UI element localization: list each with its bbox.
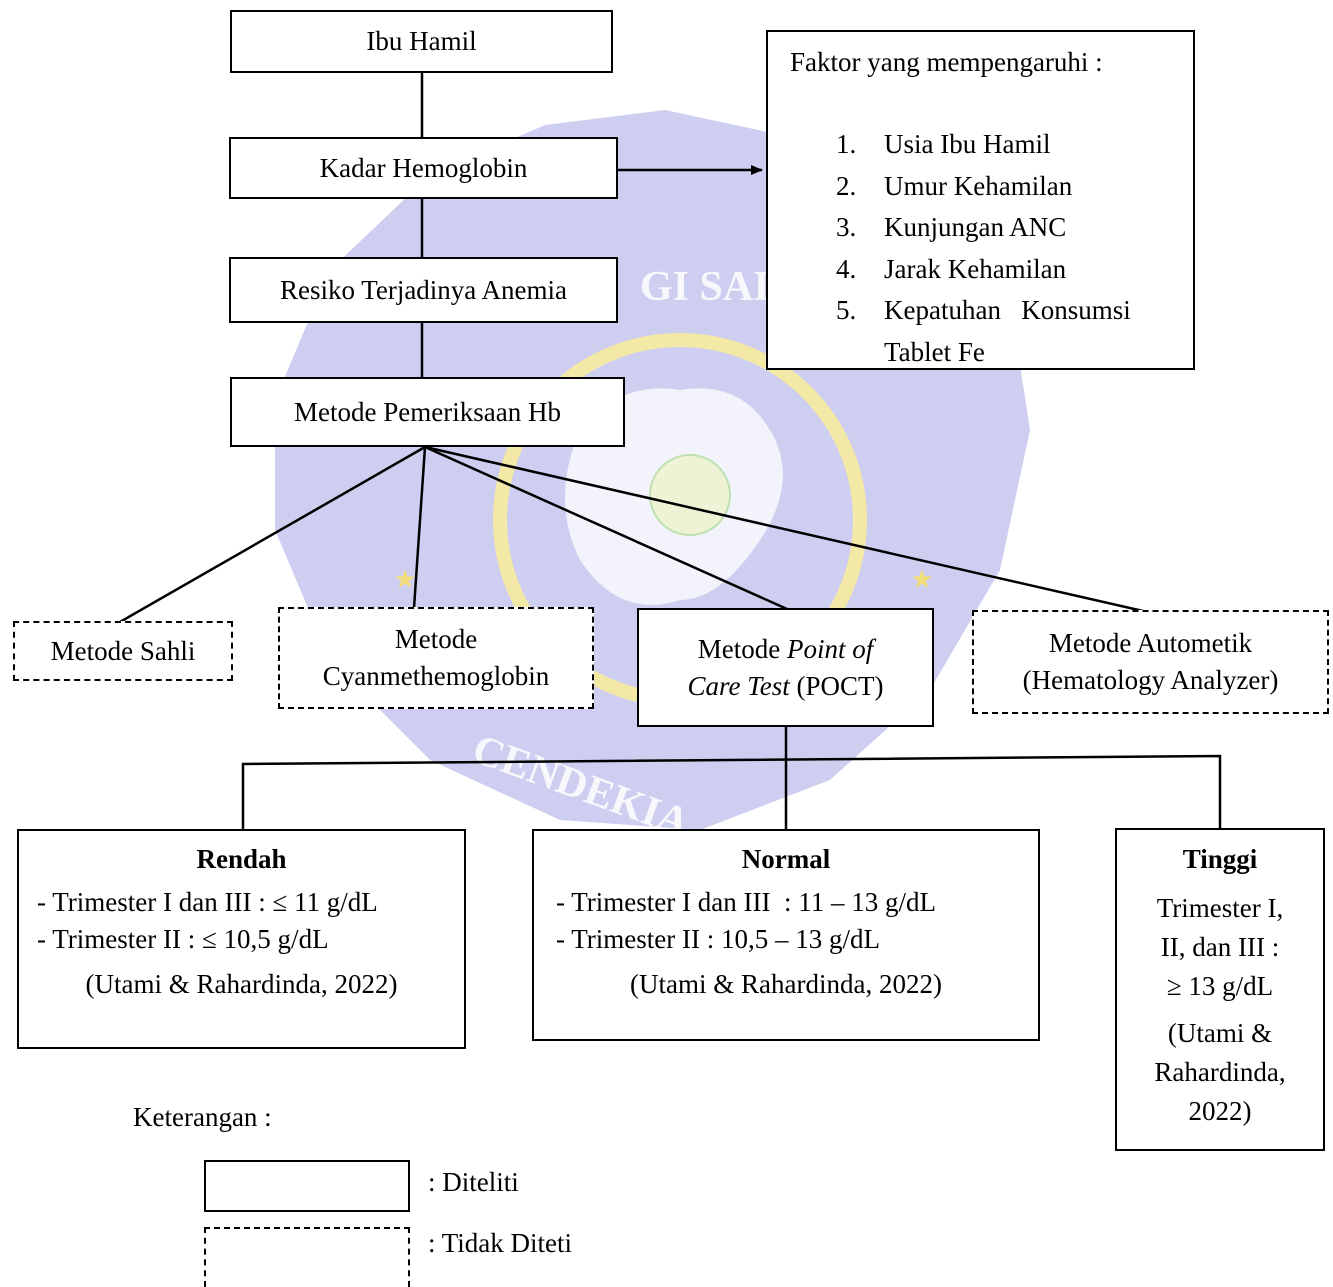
node-metode-pemeriksaan: Metode Pemeriksaan Hb [230,377,625,447]
node-metode-poct-line2: Care Test (POCT) [687,670,884,701]
legend-heading: Keterangan : [133,1102,272,1132]
category-tinggi-line1: Trimester I, [1156,893,1284,923]
node-metode-autometik-line2: (Hematology Analyzer) [1022,665,1279,695]
node-ibu-hamil: Ibu Hamil [230,10,613,73]
node-kadar-hemoglobin: Kadar Hemoglobin [229,137,618,199]
factors-heading: Faktor yang mempengaruhi : [790,47,1103,77]
node-metode-poct-line1: Metode Point of [697,633,874,664]
node-metode-sahli-label: Metode Sahli [50,635,196,666]
category-rendah-cite: (Utami & Rahardinda, 2022) [85,969,398,999]
category-rendah-line1: - Trimester I dan III : ≤ 11 g/dL [37,887,378,917]
node-kadar-hemoglobin-label: Kadar Hemoglobin [319,152,528,183]
edge-metode-cyan [412,446,427,609]
legend-dashed-swatch [204,1227,410,1287]
category-tinggi-line3: ≥ 13 g/dL [1166,971,1274,1001]
category-rendah-title: Rendah [196,844,287,874]
factor-item: 3.Kunjungan ANC [836,212,1067,242]
factors-list: 1.Usia Ibu Hamil 2.Umur Kehamilan 3.Kunj… [836,124,1131,373]
category-tinggi: Tinggi Trimester I, II, dan III : ≥ 13 g… [1115,828,1325,1151]
category-normal-line1: - Trimester I dan III : 11 – 13 g/dL [556,887,936,917]
edge-metode-poct [424,445,788,611]
node-metode-autometik: Metode Autometik (Hematology Analyzer) [972,610,1329,714]
node-resiko-anemia-label: Resiko Terjadinya Anemia [279,274,568,305]
category-tinggi-title: Tinggi [1182,844,1258,874]
factor-item: Tablet Fe [884,336,985,367]
category-normal-cite: (Utami & Rahardinda, 2022) [630,969,942,999]
category-rendah-line2: - Trimester II : ≤ 10,5 g/dL [37,924,329,954]
node-metode-pemeriksaan-label: Metode Pemeriksaan Hb [294,396,561,427]
factor-item: 4.Jarak Kehamilan [836,253,1067,284]
factor-item: 5.Kepatuhan Konsumsi [836,295,1131,325]
category-tinggi-line2: II, dan III : [1160,932,1280,962]
watermark-inner [649,454,731,536]
category-rendah: Rendah - Trimester I dan III : ≤ 11 g/dL… [17,829,466,1049]
category-normal: Normal - Trimester I dan III : 11 – 13 g… [532,829,1040,1041]
edge-metode-auto [424,445,1144,613]
edge-metode-sahli [119,445,426,624]
node-metode-sahli: Metode Sahli [13,621,233,681]
factors-box: Faktor yang mempengaruhi : 1.Usia Ibu Ha… [766,30,1195,370]
node-metode-cyan: Metode Cyanmethemoglobin [278,607,594,709]
legend-solid-swatch [204,1160,410,1212]
node-metode-poct: Metode Point of Care Test (POCT) [637,608,934,727]
legend-solid-label: : Diteliti [428,1167,519,1197]
category-tinggi-cite1: (Utami & [1167,1018,1273,1048]
category-tinggi-cite2: Rahardinda, [1154,1057,1286,1087]
node-metode-autometik-line1: Metode Autometik [1048,628,1253,658]
category-normal-title: Normal [741,844,831,874]
factor-item: 1.Usia Ibu Hamil [836,129,1051,159]
node-ibu-hamil-label: Ibu Hamil [366,26,477,56]
node-metode-cyan-line2: Cyanmethemoglobin [322,661,550,691]
edge-bus [241,754,1222,830]
node-resiko-anemia: Resiko Terjadinya Anemia [229,257,618,323]
watermark-star-left: ★ [393,565,416,594]
legend-dashed-label: : Tidak Diteti [428,1228,573,1258]
category-tinggi-cite3: 2022) [1188,1096,1252,1126]
node-metode-cyan-line1: Metode [394,624,478,654]
watermark-star-right: ★ [910,565,933,594]
factor-item: 2.Umur Kehamilan [836,170,1073,201]
category-normal-line2: - Trimester II : 10,5 – 13 g/dL [556,924,880,954]
